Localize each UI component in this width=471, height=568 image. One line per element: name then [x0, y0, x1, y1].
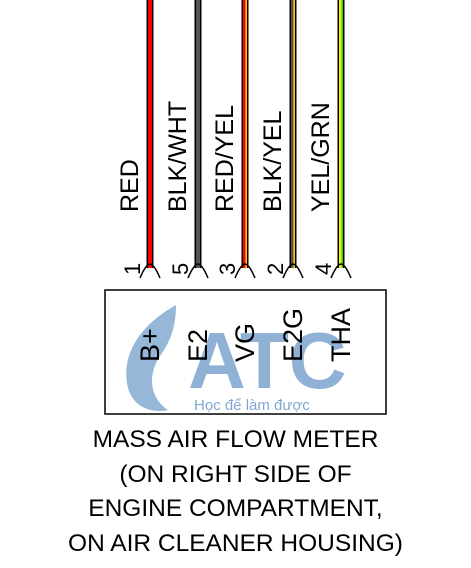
wire-color: [243, 0, 247, 268]
wire-color: [339, 0, 343, 268]
wire-label: YEL/GRN: [307, 102, 335, 212]
wire-color: [148, 0, 152, 268]
pin-terminal: [187, 263, 209, 279]
pin-terminal: [330, 263, 352, 279]
logo-text: ATC: [188, 316, 346, 405]
pin-number: 1: [120, 263, 145, 275]
wire-label: RED/YEL: [211, 105, 239, 212]
flame-icon: [126, 305, 176, 412]
wire-label: BLK/WHT: [164, 101, 192, 212]
terminal-label: B+: [135, 328, 165, 362]
wire-color: [291, 0, 295, 268]
pin-number: 4: [311, 263, 336, 275]
pin-terminal: [282, 263, 304, 279]
component-caption: MASS AIR FLOW METER (ON RIGHT SIDE OF EN…: [0, 423, 471, 561]
wires: RED1B+BLK/WHT5E2RED/YEL3VGBLK/YEL2E2GYEL…: [116, 0, 356, 362]
wire-stripe: [293, 0, 295, 268]
terminal-label: E2G: [278, 308, 308, 362]
atc-logo: ATC Học để làm được: [126, 305, 346, 414]
caption-line-3: ENGINE COMPARTMENT,: [88, 495, 383, 522]
wire-color: [196, 0, 200, 268]
pin-number: 5: [168, 263, 193, 275]
wire-3: RED/YEL 3VG: [211, 0, 260, 362]
caption-line-1: MASS AIR FLOW METER: [92, 426, 379, 453]
wire-label: BLK/YEL: [259, 110, 287, 212]
wire-2: BLK/WHT 5E2: [164, 0, 213, 362]
pin-number: 2: [263, 263, 288, 275]
pin-number: 3: [215, 263, 240, 275]
caption-line-2: (ON RIGHT SIDE OF: [119, 460, 352, 488]
wire-stripe: [341, 0, 343, 268]
wire-stripe: [245, 0, 247, 268]
pin-terminal: [139, 263, 161, 279]
pin-terminal: [234, 263, 256, 279]
logo-tagline: Học để làm được: [194, 397, 310, 414]
caption-line-4: ON AIR CLEANER HOUSING): [68, 529, 403, 557]
wire-1: RED 1B+: [116, 0, 165, 362]
connector-housing: [104, 289, 387, 415]
wire-label: RED: [116, 159, 144, 212]
terminal-label: E2: [183, 329, 213, 362]
terminal-label: VG: [230, 323, 260, 362]
terminal-label: THA: [326, 308, 356, 362]
